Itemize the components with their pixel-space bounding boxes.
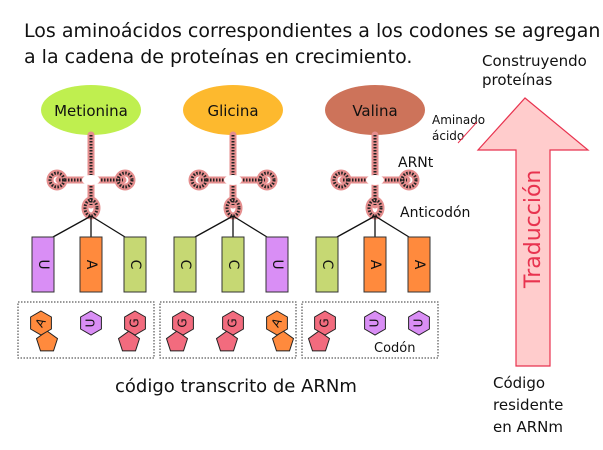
connector-line [194,215,234,238]
anticodon-base-C: C [123,236,147,293]
label-codon: Codón [374,341,415,356]
svg-text:G: G [318,318,332,327]
svg-text:A: A [367,260,383,270]
codon-base-G-icon: G [307,310,336,352]
amino-acid-label: Glicina [207,102,258,120]
title-line-1: Los aminoácidos correspondientes a los c… [24,20,600,42]
svg-text:C: C [225,260,241,270]
codon-base-G-icon: G [165,310,194,352]
connector-line [374,215,410,238]
arrow-top-line1: Construyendo [482,52,587,70]
arrow-bottom-line2: residente [493,396,563,414]
svg-text:G: G [226,318,240,327]
svg-text:G: G [128,318,142,327]
svg-text:U: U [269,259,285,269]
label-trna: ARNt [398,155,434,171]
svg-text:U: U [84,319,98,328]
trna-molecule-icon [46,131,136,220]
connector-line [90,215,126,238]
codon-base-G-icon: G [117,310,146,352]
svg-text:A: A [411,260,427,270]
amino-acid-bubble [183,85,283,135]
anticodon-base-U: U [31,236,55,293]
label-aminoacid-line1: Aminado [432,113,485,127]
arrow-top-line2: proteínas [482,71,553,89]
anticodon-base-A: A [363,236,387,293]
connector-line [336,215,376,238]
connector-line [232,215,268,238]
label-aminoacid-line2: ácido [432,129,464,143]
codon-base-G-icon: G [215,310,244,352]
amino-acid-bubble [41,85,141,135]
anticodon-base-C: C [173,236,197,293]
anticodon-base-A: A [407,236,431,293]
svg-text:A: A [83,260,99,270]
codon-base-U-icon: U [364,310,386,336]
label-anticodon: Anticodón [400,205,470,221]
svg-text:C: C [319,260,335,270]
amino-acid-label: Metionina [54,102,128,120]
trna-molecule-icon [330,131,420,220]
anticodon-base-U: U [265,236,289,293]
svg-text:U: U [35,259,51,269]
arrow-bottom-line3: en ARNm [493,418,563,436]
translation-arrow [476,97,590,367]
anticodon-base-C: C [221,236,245,293]
trna-molecule-icon [188,131,278,220]
amino-acid-bubble [325,85,425,135]
svg-text:C: C [127,260,143,270]
codon-base-A-icon: A [266,310,295,352]
amino-acid-label: Valina [352,102,397,120]
anticodon-base-A: A [79,236,103,293]
codon-base-U-icon: U [408,310,430,336]
label-mrna-code: código transcrito de ARNm [115,376,357,397]
arrow-bottom-line1: Código [493,374,545,392]
svg-text:G: G [176,318,190,327]
anticodon-base-C: C [315,236,339,293]
svg-text:U: U [412,319,426,328]
codon-base-A-icon: A [30,310,59,352]
svg-text:U: U [368,319,382,328]
title-line-2: a la cadena de proteínas en crecimiento. [24,46,412,68]
translation-label: Traducción [521,170,546,289]
aminoacid-pointer [457,121,478,144]
codon-base-U-icon: U [80,310,102,336]
connector-line [52,215,92,238]
svg-text:C: C [177,260,193,270]
